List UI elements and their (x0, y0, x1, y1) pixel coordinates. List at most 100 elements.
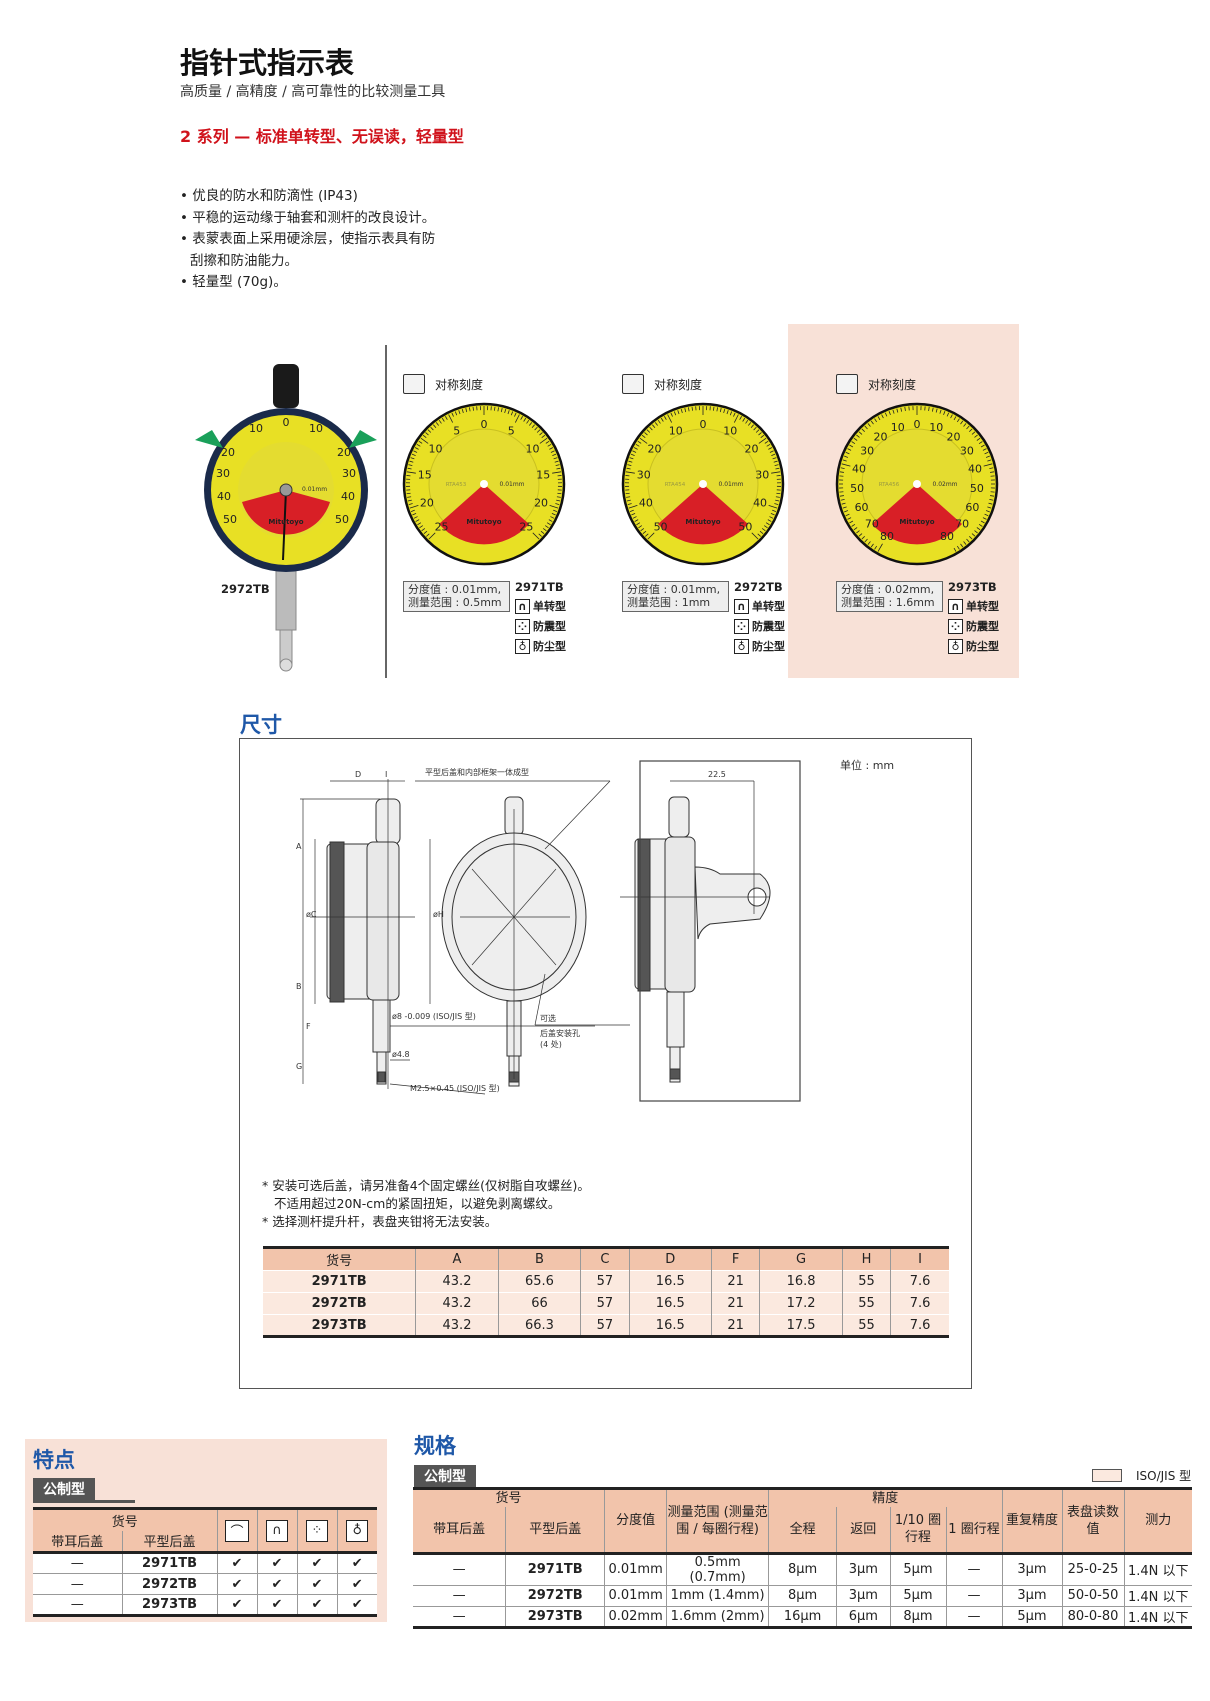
legend: ISO/JIS 型 (1092, 1467, 1191, 1484)
th-dial-reading: 表盘读数值 (1061, 1487, 1124, 1553)
dial-tick (640, 528, 645, 532)
dial-resolution: 0.01mm (499, 481, 524, 488)
single-revolution-icon: ∩ (734, 598, 749, 614)
dial-tick (773, 460, 778, 463)
th-accuracy: 精度 (768, 1487, 1002, 1507)
dial-tick (849, 444, 854, 448)
dial-tick (555, 464, 560, 466)
dims-cell: 16.5 (628, 1292, 712, 1315)
dial-tick (956, 418, 960, 423)
dial-tick (755, 429, 760, 433)
dial-number: 30 (637, 469, 651, 482)
dial-tick (411, 453, 416, 457)
symmetric-scale-icon (403, 374, 425, 394)
dial-card-header-label: 对称刻度 (868, 377, 917, 392)
dims-header-cell: B (497, 1246, 581, 1271)
dial-number: 10 (929, 421, 943, 434)
dial-tick (419, 525, 424, 529)
dial-tick (990, 471, 995, 473)
dial-tick (552, 453, 557, 457)
spec-cell: 80-0-80 (1061, 1605, 1124, 1629)
dial-tick (976, 527, 981, 531)
dial-tick (664, 416, 667, 420)
feature-label: 防震型 (966, 620, 999, 633)
dial-tick (532, 532, 540, 540)
dial-tick (841, 502, 846, 505)
dial-tick (557, 492, 562, 495)
feature-bullet: • 表蒙表面上采用硬涂层，使指示表具有防刮擦和防油能力。 (180, 231, 436, 269)
dial-tick (409, 504, 419, 509)
photo-brand: Mitutoyo (268, 518, 303, 526)
graduation-text: 分度值 : 0.01mm, (627, 583, 721, 596)
dial-tick (844, 455, 849, 458)
spec-cell: 1.4N 以下 (1123, 1551, 1192, 1585)
dial-tick (840, 498, 845, 501)
feature-label: 防尘型 (966, 640, 999, 653)
dial-tick (407, 499, 412, 502)
dial-tick (861, 428, 865, 432)
dial-code: RTA454 (665, 482, 686, 488)
dial-tick (842, 506, 847, 509)
dial-tick (425, 432, 429, 436)
check-icon: ✔ (336, 1594, 377, 1617)
dial-tick (978, 523, 983, 527)
dial-tick (751, 532, 759, 540)
dial-number: 10 (428, 443, 442, 456)
dial-tick (867, 541, 871, 545)
dial-tick (556, 499, 561, 502)
svg-text:30: 30 (342, 467, 356, 480)
dial-tick (677, 410, 680, 415)
svg-text:30: 30 (216, 467, 230, 480)
feature-list: 2971TB∩单转型⁘防震型♁防尘型 (515, 580, 566, 654)
dial-tick (421, 528, 426, 532)
dial-red-zone (439, 484, 529, 545)
dial-tick (468, 407, 471, 412)
dial-face: 0101020203030404050500.01mmRTA454Mitutoy… (621, 402, 785, 566)
dial-tick (768, 447, 773, 450)
dial-tick (980, 520, 985, 524)
model-number: 2972TB (734, 580, 783, 594)
dimension-drawing-frame: D I A B øC øH F G 平型后盖和内部框架一体成型 ø8 -0.00… (239, 738, 972, 1389)
dial-tick (691, 406, 693, 411)
dial-tick (759, 530, 764, 535)
photo-model-label: 2972TB (221, 582, 270, 596)
dims-cell: 21 (711, 1270, 760, 1293)
dial-tick (550, 450, 555, 453)
dial-tick (969, 536, 973, 540)
dial-tick (418, 440, 423, 444)
dial-tick (845, 513, 850, 517)
spec-info-box: 分度值 : 0.01mm,测量范围 : 0.5mm (403, 581, 510, 612)
th-lug: 带耳后盖 (413, 1507, 506, 1553)
dial-tick (539, 432, 543, 436)
dial-tick (638, 525, 643, 529)
dial-tick (556, 496, 561, 498)
dial-tick (627, 464, 632, 466)
feature-list: 2973TB∩单转型⁘防震型♁防尘型 (948, 580, 999, 654)
dial-tick (839, 495, 844, 497)
dial-tick (956, 545, 960, 550)
dustproof-icon: ♁ (336, 1507, 377, 1553)
graduation-text: 分度值 : 0.02mm, (841, 583, 935, 596)
spec-info-box: 分度值 : 0.01mm,测量范围 : 1mm (622, 581, 729, 612)
th-full: 全程 (768, 1507, 837, 1553)
svg-text:50: 50 (335, 513, 349, 526)
dial-tick (946, 412, 950, 417)
shockproof-icon: ⁘ (734, 618, 749, 634)
dustproof-icon: ♁ (515, 638, 530, 654)
dial-tick (983, 463, 993, 467)
spec-cell: 1mm (1.4mm) (666, 1584, 769, 1606)
dial-tick (881, 414, 884, 419)
dial-tick (726, 410, 729, 415)
dial-tick (856, 530, 860, 534)
dial-tick (540, 530, 545, 535)
dial-tick (649, 426, 653, 431)
spec-cell: 3μm (1001, 1584, 1062, 1606)
subtitle: 高质量 / 高精度 / 高可靠性的比较测量工具 (180, 84, 446, 100)
dial-tick (775, 499, 780, 502)
dim-label-h: øH (433, 910, 444, 919)
note-line: * 选择测杆提升杆，表盘夹钳将无法安装。 (262, 1214, 498, 1229)
dial-tick (448, 414, 454, 423)
